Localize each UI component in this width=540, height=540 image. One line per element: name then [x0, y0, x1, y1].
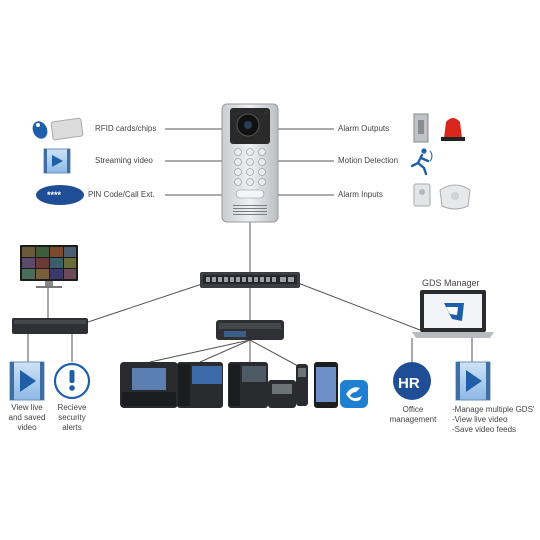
pin-icon — [36, 185, 84, 205]
speaker-grille — [233, 205, 267, 215]
alarm-output-icon — [413, 113, 465, 143]
feature-label-alarm-outputs: Alarm Outputs — [338, 124, 390, 133]
keypad — [234, 148, 266, 186]
laptop — [412, 290, 494, 338]
hr-icon — [393, 362, 431, 400]
smartphone — [314, 362, 338, 408]
feature-label-rfid: RFID cards/chips — [95, 124, 157, 133]
connector-lines — [27, 128, 473, 367]
pin-badge-text: **** — [47, 190, 62, 200]
ip-phone-2 — [177, 362, 223, 408]
motion-icon — [410, 148, 433, 176]
ip-phone-3 — [228, 362, 268, 408]
nvr-recorder — [12, 318, 88, 334]
rfid-icon — [32, 117, 84, 141]
gds-intercom — [221, 103, 279, 223]
gds-manager-title: GDS Manager — [422, 278, 480, 288]
gs-wave-app-icon — [340, 380, 368, 408]
label-security-alerts: Recieve security alerts — [57, 403, 87, 432]
ucm-pbx — [216, 320, 284, 340]
label-view-video: View live and saved video — [8, 403, 46, 432]
label-gds-manager-features: -Manage multiple GDS' -View live video -… — [452, 405, 535, 434]
dect-handset — [296, 364, 308, 406]
ip-phone-1 — [120, 362, 178, 408]
monitor — [20, 245, 78, 288]
label-office-management: Office management — [389, 405, 437, 424]
call-button — [235, 189, 265, 199]
alarm-input-icon — [413, 183, 471, 210]
video-icon — [9, 361, 45, 401]
feature-label-motion: Motion Detection — [338, 156, 399, 165]
video-grid — [22, 247, 76, 279]
video-icon — [43, 148, 71, 174]
feature-label-pin: PIN Code/Call Ext. — [88, 190, 155, 199]
line-ucm-p4 — [249, 339, 299, 367]
ip-phone-4 — [268, 380, 296, 408]
video-icon — [455, 361, 491, 401]
network-switch — [200, 272, 300, 288]
alert-icon — [53, 362, 91, 400]
feature-label-streaming: Streaming video — [95, 156, 153, 165]
feature-label-alarm-inputs: Alarm Inputs — [338, 190, 383, 199]
line-switch-nvr — [87, 282, 206, 323]
line-switch-laptop — [297, 282, 421, 331]
line-ucm-p2 — [199, 339, 251, 363]
line-ucm-p1 — [149, 339, 251, 363]
hr-badge-text: HR — [398, 375, 420, 392]
